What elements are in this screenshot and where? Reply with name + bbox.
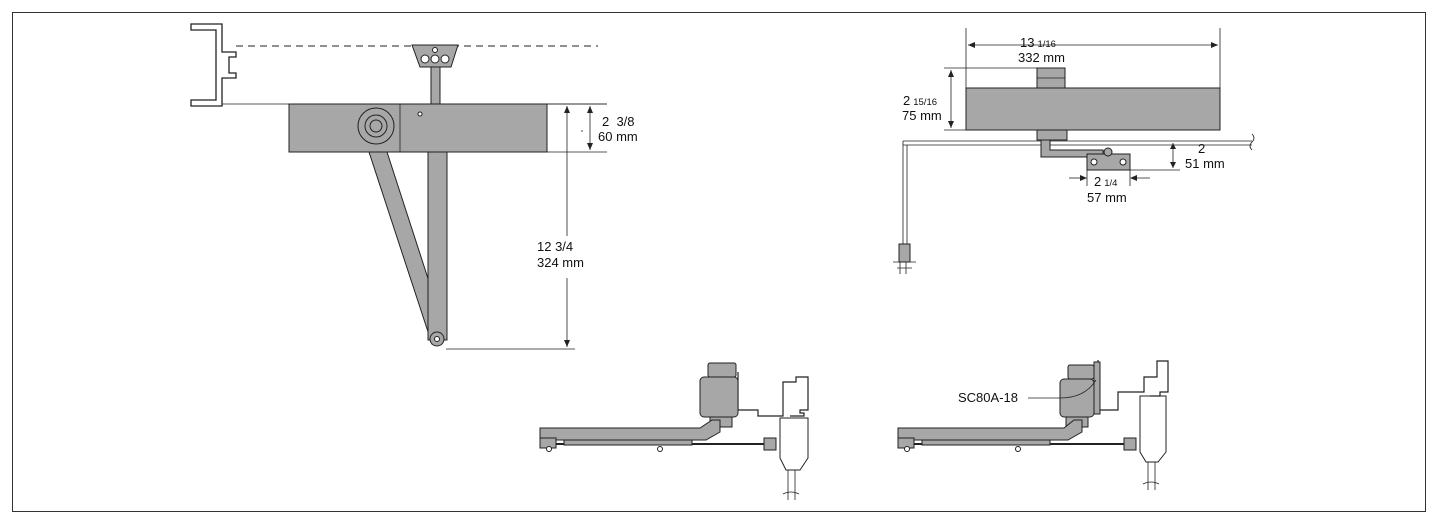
- bracket-hole-3: [440, 54, 450, 64]
- shoe-screw-right: [1119, 158, 1127, 166]
- arm-side-left: [539, 419, 721, 441]
- nut-right-1: [904, 446, 910, 452]
- frame-break-right: [1249, 133, 1255, 151]
- adjust-screw: [417, 111, 423, 117]
- shoe-pivot: [1103, 147, 1113, 157]
- frame-profile: [190, 23, 237, 107]
- dim-depth-mm: 75 mm: [902, 108, 942, 123]
- arrow-bracket-bottom: [1170, 162, 1176, 168]
- arm-link: [1040, 139, 1104, 158]
- front-view: 2 3/8 60 mm 12 3/4 324 mm: [190, 23, 638, 350]
- bracket-plate: [1093, 361, 1101, 415]
- closer-top-cap-right: [1067, 364, 1095, 380]
- shoe-side-left: [763, 437, 777, 451]
- arm-pivot-pin: [434, 336, 440, 342]
- dim-length-frac: 1/16: [1037, 39, 1056, 50]
- arm-rail-right: [921, 439, 1051, 446]
- closer-body: [288, 103, 548, 153]
- nut-left-2: [657, 446, 663, 452]
- bracket-stem: [430, 66, 441, 106]
- nut-right-2: [1015, 446, 1021, 452]
- closer-top-cap: [707, 362, 737, 378]
- arrow-length-right: [1211, 42, 1218, 48]
- arm-rail-left: [563, 439, 693, 446]
- arrow-height-bottom: [587, 143, 593, 150]
- dim-depth-frac: 15/16: [913, 97, 937, 108]
- bracket-hole-1: [420, 54, 430, 64]
- jamb-break-right: [1142, 462, 1160, 490]
- jamb-break-left: [782, 470, 800, 500]
- dim-bracket-in: 2: [1198, 141, 1205, 156]
- shoe-screw-left: [1090, 158, 1098, 166]
- frame-profile-side-right: [1097, 360, 1169, 411]
- dim-shoe-whole: 2: [1094, 174, 1101, 189]
- dim-shoe-frac: 1/4: [1104, 178, 1117, 189]
- dim-shoe-mm: 57 mm: [1087, 190, 1127, 205]
- closer-body-top: [965, 87, 1221, 131]
- door-break: [893, 261, 916, 274]
- bracket-hole-2: [430, 54, 440, 64]
- arrow-depth-top: [948, 70, 954, 77]
- dim-depth-whole: 2: [903, 93, 910, 108]
- bracket-label: SC80A-18: [958, 390, 1018, 405]
- dim-height-in: 2 3/8: [602, 114, 635, 129]
- drawing-border: [12, 12, 1426, 512]
- side-view-right: SC80A-18: [897, 360, 1169, 490]
- pinion-bottom: [1036, 129, 1068, 141]
- side-view-left: [539, 362, 809, 500]
- arrow-shoe-right: [1130, 175, 1137, 181]
- closer-body-side: [699, 376, 739, 418]
- arrow-bracket-top: [1170, 143, 1176, 149]
- frame-profile-side-left: [737, 372, 809, 417]
- arrow-shoe-left: [1080, 175, 1087, 181]
- dim-length-whole: 13: [1020, 35, 1034, 50]
- forearm: [427, 151, 448, 341]
- bracket-top-dot: [432, 47, 438, 53]
- pinion-inner: [369, 119, 383, 133]
- dim-length-mm: 332 mm: [1018, 50, 1065, 65]
- door-end: [898, 243, 911, 263]
- shoe-side-right: [1123, 437, 1137, 451]
- arrow-arm-top: [564, 106, 570, 113]
- arm-side-right: [897, 419, 1083, 441]
- arrow-arm-bottom: [564, 340, 570, 347]
- dim-arm-mm: 324 mm: [537, 255, 584, 270]
- arrow-length-left: [968, 42, 975, 48]
- door-jamb-right: [1139, 395, 1167, 463]
- frame-line: [902, 140, 1252, 260]
- arrow-height-top: [587, 106, 593, 113]
- nut-left-1: [546, 446, 552, 452]
- door-jamb-left: [779, 417, 809, 471]
- dim-height-mm: 60 mm: [598, 129, 638, 144]
- dim-bracket-mm: 51 mm: [1185, 156, 1225, 171]
- bracket-leader: [1028, 379, 1097, 399]
- dim-arm-in: 12 3/4: [537, 239, 573, 254]
- arrow-depth-bottom: [948, 121, 954, 128]
